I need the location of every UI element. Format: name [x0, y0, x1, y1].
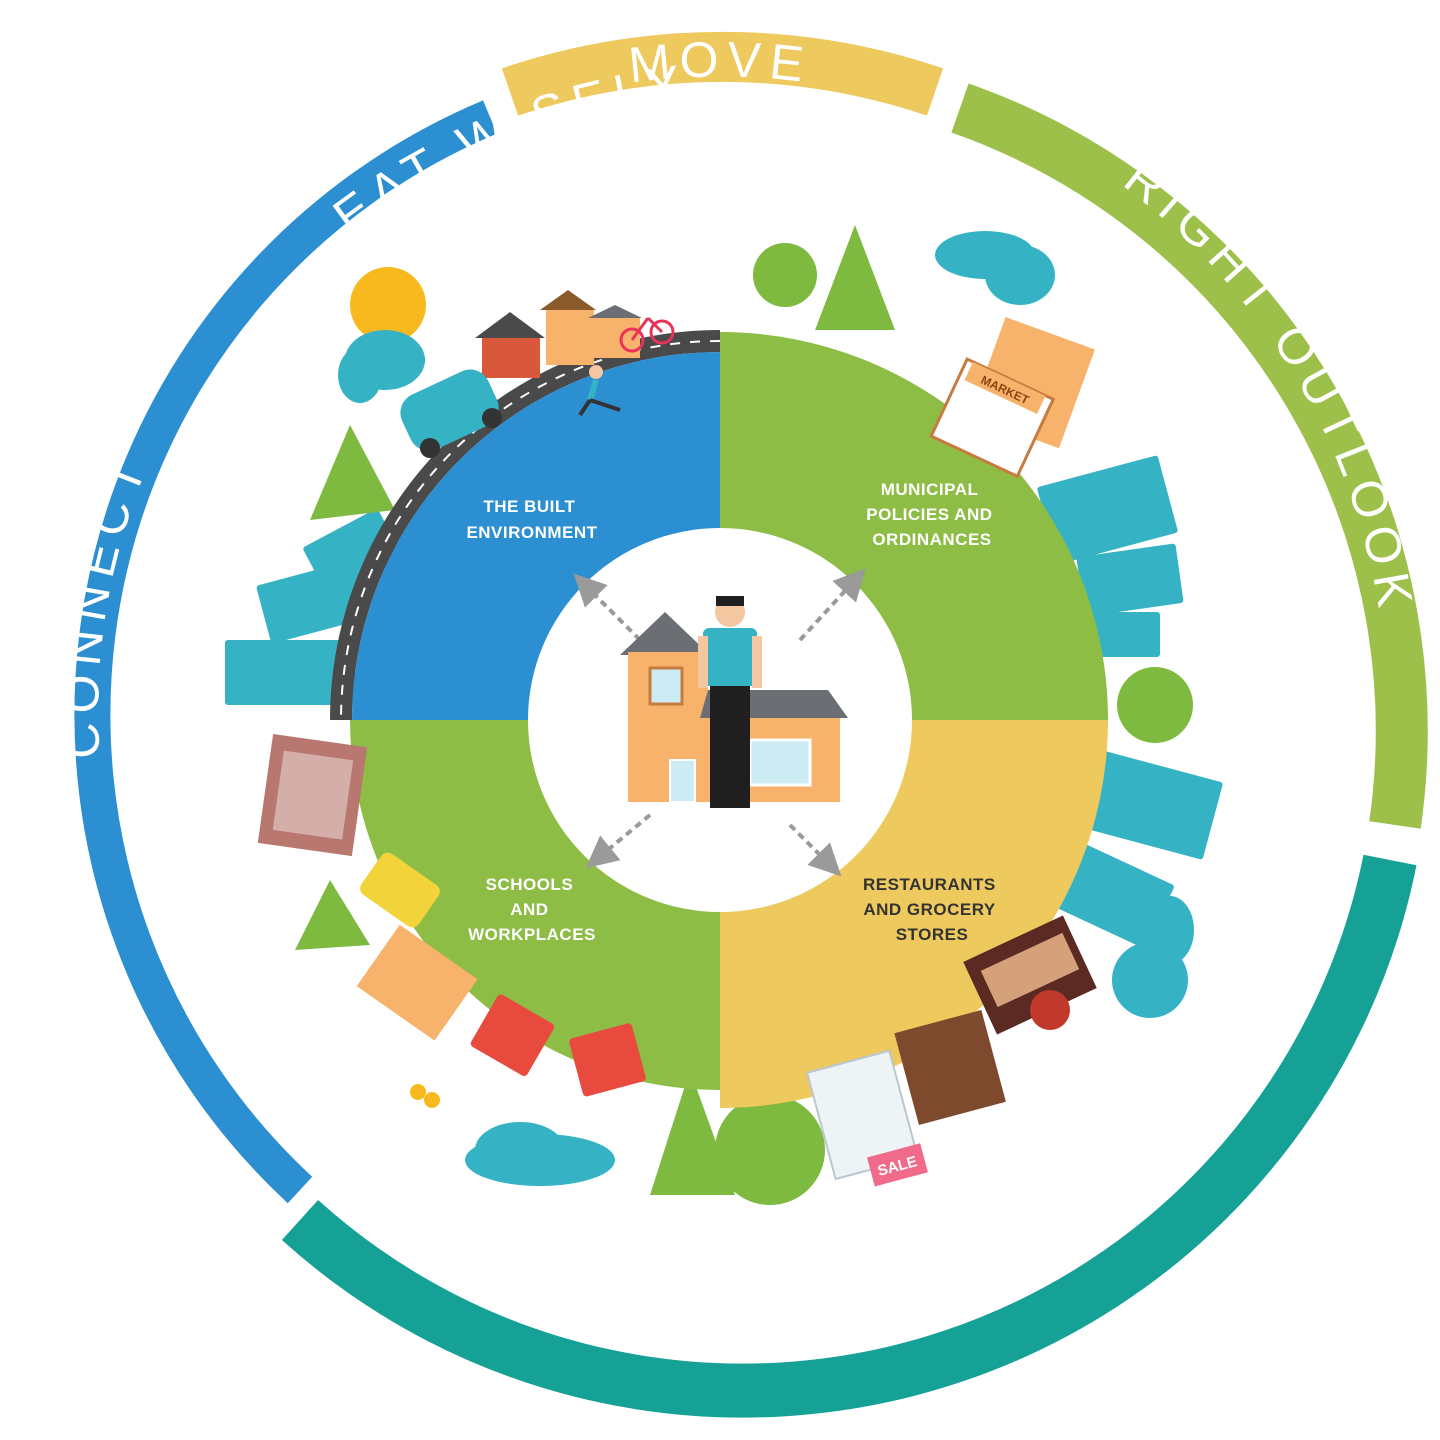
perimeter-icons: MARKET SALE [257, 290, 1097, 1187]
car-icon [400, 369, 502, 458]
sun-icon [350, 267, 426, 343]
inner-circle: THE BUILT ENVIRONMENT MUNICIPAL POLICIES… [330, 330, 1108, 1108]
cloud-icon [338, 330, 425, 403]
built-environment-label: THE BUILT ENVIRONMENT [466, 497, 597, 542]
apartment-building-icon [225, 509, 403, 705]
school-building-icon [257, 733, 368, 857]
cyclist-icon [619, 316, 675, 353]
tree-icon [295, 225, 1193, 1205]
arrow-icon [573, 568, 866, 877]
eat-wisely-segment [281, 854, 1417, 1418]
sale-sign-icon: SALE [867, 1143, 928, 1187]
car-icon [360, 852, 440, 928]
cloud-icon [465, 1122, 615, 1186]
butterfly-icon [410, 1084, 440, 1108]
cloud-icon [935, 231, 1055, 305]
connect-label: CONNECT [53, 445, 159, 760]
market-building-icon: MARKET [929, 317, 1095, 479]
restaurants-grocery-label: RESTAURANTS AND GROCERY STORES [863, 875, 1001, 944]
right-outlook-segment [951, 83, 1428, 829]
municipal-policies-label: MUNICIPAL POLICIES AND ORDINANCES [866, 480, 998, 549]
move-segment [501, 31, 944, 116]
house-icon [470, 994, 646, 1097]
schools-workplaces-label: SCHOOLS AND WORKPLACES [468, 875, 596, 944]
scenery [225, 225, 1223, 1205]
person-icon [698, 596, 762, 808]
restaurant-icon [894, 915, 1097, 1126]
apartment-building-icon [356, 924, 478, 1041]
house-icon [475, 290, 642, 378]
apartment-building-icon [1037, 455, 1223, 949]
move-label: MOVE [626, 31, 814, 93]
runner-icon [578, 365, 621, 417]
connect-segment [74, 100, 497, 1204]
